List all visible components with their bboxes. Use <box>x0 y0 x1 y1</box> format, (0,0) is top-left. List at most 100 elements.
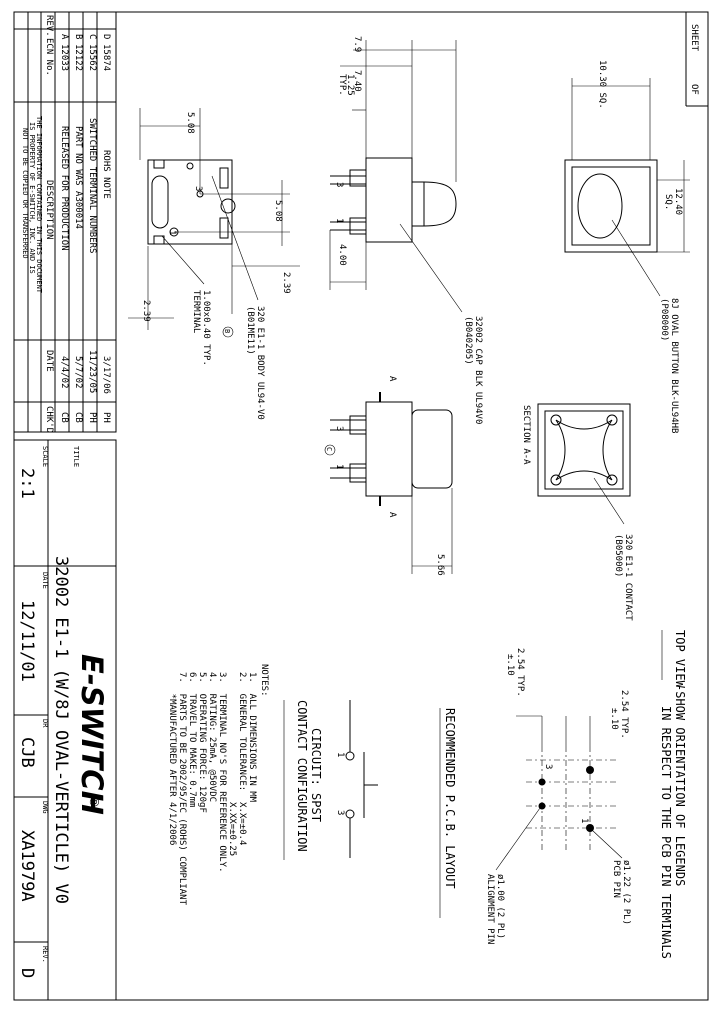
rev-a-date: 4/4/02 <box>59 356 69 389</box>
dim-10-30: 10.30 SQ. <box>597 60 607 109</box>
sheet-box: SHEET OF <box>685 12 708 107</box>
terminal-size-callout: 1.00x0.40 TYP. <box>201 290 211 366</box>
rev-a-chk: CB <box>59 412 69 423</box>
rev-c-date: 11/23/05 <box>87 350 97 393</box>
pin3-bottom: 3 <box>193 186 203 191</box>
section-a-a: SECTION A-A 320 E1-1 CONTACT (B05000) <box>521 403 633 621</box>
rev-a-desc: RELEASED FOR PRODUCTION <box>59 126 69 251</box>
confidential-line-2: IS PROPERTY OF E-SWITCH, INC. AND IS <box>28 122 36 274</box>
rev-d-date: 3/17/06 <box>101 356 111 394</box>
switch-side-view: 3 1 7.9 7.40 1.25 TYP. 4.00 32002 CAP BL… <box>329 36 483 424</box>
dim-12-40-sq: SQ. <box>663 194 673 210</box>
rev-label: REV. <box>41 946 49 963</box>
pin3-side: 3 <box>334 182 344 187</box>
svg-text:E-SWITCH: E-SWITCH <box>75 654 109 815</box>
pin1-section: 1 <box>334 464 344 469</box>
drawn-label: DR <box>41 719 49 728</box>
notes: NOTES: 1. ALL DIMENSIONS IN MM 2. GENERA… <box>167 664 269 906</box>
registered-mark: ® <box>87 796 101 808</box>
rev-d-chk: PH <box>101 412 111 423</box>
pcb-pin-callout-2: PCB PIN <box>611 860 621 898</box>
dim-typ: TYP. <box>337 74 347 96</box>
rev-c-ecn: 15562 <box>87 44 97 71</box>
chk-header: CHK'D <box>44 406 54 433</box>
note-line-2: 2. GENERAL TOLERANCE: X.X=±0.4 <box>237 672 247 845</box>
note-line-6: 6. TRAVEL TO MAKE: 0.7mm <box>187 672 197 807</box>
rev-b-date: 5/7/02 <box>73 356 83 389</box>
rev-c-chk: PH <box>87 412 97 423</box>
alignment-pin-callout: ø1.00 (2 PL) <box>495 874 505 939</box>
dim-4-00: 4.00 <box>337 244 347 266</box>
button-callout: 8J OVAL BUTTON BLK-UL94HB <box>669 298 679 433</box>
title-block: SCALE 2:1 TITLE 32002 E1-1 (W/8J OVAL-VE… <box>13 439 117 1001</box>
circuit-terminal-3: 3 <box>335 810 345 815</box>
date-value: 12/11/01 <box>17 600 37 682</box>
dim-7-40: 7.40 <box>352 70 362 92</box>
section-marker-a1: A <box>387 376 397 382</box>
scale-label: SCALE <box>41 446 49 467</box>
contact-callout: 320 E1-1 CONTACT <box>623 534 633 621</box>
desc-header: DESCRIPTION <box>44 180 54 240</box>
dim-12-40: 12.40 <box>673 188 683 215</box>
ecn-header: ECN No. <box>44 38 54 76</box>
section-label: SECTION A-A <box>521 405 531 465</box>
scale-value: 2:1 <box>17 468 37 499</box>
pcb-pin-hole-3 <box>586 766 594 774</box>
of-label: OF <box>689 84 699 95</box>
body-callout: 320 E1-1 BODY UL94-V0 <box>255 306 265 420</box>
note-line-2b: X.XX=±0.25 <box>227 672 237 856</box>
dim-5-08-top: 5.08 <box>185 112 195 134</box>
pcb-pin1-label: 1 <box>579 818 589 823</box>
pcb-layout-title: RECOMMENDED P.C.B. LAYOUT <box>443 708 457 889</box>
top-view-note-1: -SHOW ORIENTATION OF LEGENDS <box>673 684 687 886</box>
e-switch-logo: E-SWITCH ® <box>75 654 109 815</box>
confidential-line-1: THE INFORMATION CONTAINED IN THIS DOCUME… <box>35 116 43 294</box>
pitch-a-tol: ±.10 <box>609 708 619 730</box>
rev-d-desc: ROHS NOTE <box>101 150 111 199</box>
pitch-b-tol: ±.10 <box>505 654 515 676</box>
pitch-a: 2.54 TYP. <box>619 690 629 739</box>
drawn-value: CJB <box>17 737 37 768</box>
dim-1-25: 1.25 <box>345 74 355 96</box>
button-callout-pn: (P08000) <box>659 298 669 341</box>
section-side-view: A A 3 1 C 5.66 <box>324 376 453 576</box>
contact-callout-pn: (B05000) <box>613 534 623 577</box>
date-header: DATE <box>44 350 54 372</box>
note-line-3: 3. TERMINAL NO'S FOR REFERENCE ONLY. <box>217 672 227 872</box>
rev-a-ecn: 12033 <box>59 44 69 71</box>
rev-b-ecn: 12122 <box>73 44 83 71</box>
top-view-note-2: IN RESPECT TO THE PCB PIN TERMINALS <box>659 706 673 959</box>
pcb-pin-callout: ø1.22 (2 PL) <box>621 860 631 925</box>
notes-title: NOTES: <box>259 664 269 697</box>
mark-c: C <box>325 447 333 451</box>
dwg-label: DWG <box>41 801 49 814</box>
pcb-layout: TOP VIEW -SHOW ORIENTATION OF LEGENDS IN… <box>439 630 687 959</box>
date-label: DATE <box>41 572 49 589</box>
button-top-view: 10.30 SQ. 12.40 SQ. 8J OVAL BUTTON BLK-U… <box>564 60 690 433</box>
rev-b-chk: CB <box>73 412 83 423</box>
alignment-pin-hole-a <box>538 778 546 786</box>
rev-c-letter: C <box>87 34 97 39</box>
terminal-callout: TERMINAL <box>191 290 201 333</box>
dwg-value: XA1979A <box>17 830 37 902</box>
pin3-section: 3 <box>334 426 344 431</box>
pin1-side: 1 <box>334 218 344 223</box>
dim-7-9: 7.9 <box>352 36 362 52</box>
circuit-title: CIRCUIT: SPST <box>309 728 323 822</box>
note-line-5: 5. OPERATING FORCE: 120gF <box>197 672 207 813</box>
rev-c-desc: SWITCHED TERMINAL NUMBERS <box>87 118 97 253</box>
dim-2-39-a: 2.39 <box>281 272 291 294</box>
rev-a-letter: A <box>59 34 69 40</box>
drawing-title: 32002 E1-1 (W/8J OVAL-VERTICLE) V0 <box>51 556 71 904</box>
contact-configuration: CONTACT CONFIGURATION <box>295 700 309 852</box>
dim-2-39-b: 2.39 <box>141 300 151 322</box>
note-line-1: 1. ALL DIMENSIONS IN MM <box>247 672 257 803</box>
rev-d-letter: D <box>101 34 111 39</box>
rev-b-desc: PART NO WAS A300014 <box>73 126 83 229</box>
dim-5-08-side: 5.08 <box>273 200 283 222</box>
rev-value: D <box>17 968 37 978</box>
revision-block: REV. ECN No. DESCRIPTION DATE CHK'D D 15… <box>13 11 117 441</box>
cap-callout-pn: (B040205) <box>463 316 473 365</box>
pin1-bottom: 1 <box>167 230 177 235</box>
